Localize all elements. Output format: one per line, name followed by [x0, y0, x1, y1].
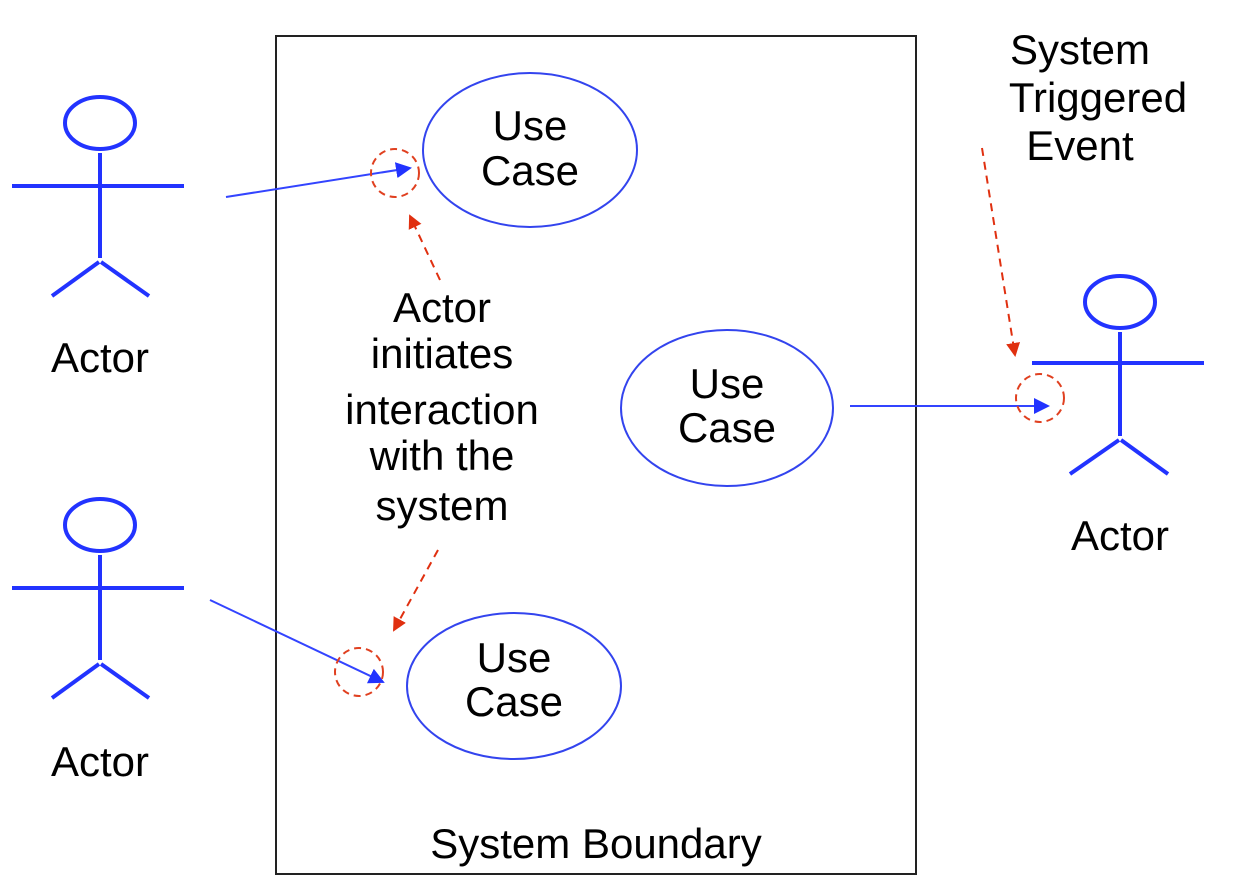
use-case-middle-line2: Case [678, 404, 776, 451]
annotation-system-triggered-line: System [1010, 26, 1150, 73]
use-case-bottom-line1: Use [477, 634, 552, 681]
association-bottom-left-to-use-case-bottom [209, 599, 385, 684]
annotation-actor-initiates: Actor initiates interaction with the sys… [345, 284, 539, 529]
annotation-system-triggered-event: System Triggered Event [1009, 26, 1187, 169]
use-case-top: Use Case [422, 72, 638, 228]
actor-right-label: Actor [1071, 512, 1169, 559]
actor-top-left [12, 95, 184, 298]
highlight-circle-right [1015, 373, 1065, 423]
actor-bottom-left [12, 497, 184, 700]
use-case-top-line1: Use [493, 102, 568, 149]
use-case-bottom-line2: Case [465, 678, 563, 725]
annotation-actor-initiates-line: Actor [393, 284, 491, 331]
system-boundary-label: System Boundary [430, 820, 762, 867]
use-case-top-line2: Case [481, 147, 579, 194]
annotation-actor-initiates-line: initiates [371, 330, 513, 377]
annotation-arrow-system-triggered [981, 147, 1021, 357]
actor-bottom-left-label: Actor [51, 738, 149, 785]
use-case-bottom: Use Case [406, 612, 622, 760]
actor-right [1032, 274, 1204, 476]
annotation-actor-initiates-line: with the [369, 432, 515, 479]
use-case-middle-line1: Use [690, 360, 765, 407]
annotation-system-triggered-line: Triggered [1009, 74, 1187, 121]
actor-top-left-label: Actor [51, 334, 149, 381]
association-top-left-to-use-case-top [225, 162, 412, 198]
annotation-arrow-to-bottom [393, 549, 439, 632]
annotation-arrow-to-top [408, 214, 441, 281]
highlight-circle-bottom [334, 647, 384, 697]
use-case-middle: Use Case [620, 329, 834, 487]
annotation-actor-initiates-line: system [375, 482, 508, 529]
annotation-actor-initiates-line: interaction [345, 386, 539, 433]
highlight-circle-top [370, 148, 420, 198]
system-boundary [275, 35, 917, 875]
annotation-system-triggered-line: Event [1026, 122, 1134, 169]
